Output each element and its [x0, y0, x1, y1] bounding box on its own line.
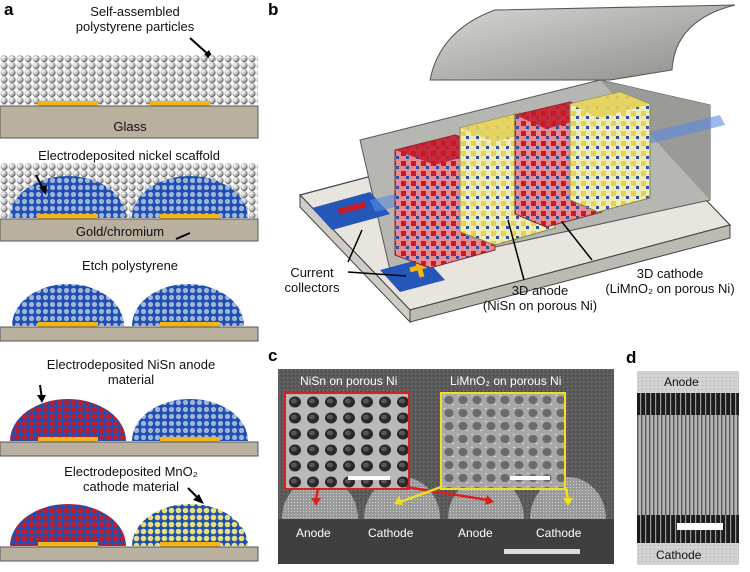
- step-label-polystyrene: Self-assembled polystyrene particles: [75, 4, 195, 34]
- gold-chromium-label: Gold/chromium: [75, 224, 165, 239]
- inset-limno2: [440, 392, 566, 490]
- inset-nisn-label: NiSn on porous Ni: [300, 374, 398, 388]
- c-label-anode-2: Anode: [458, 526, 493, 540]
- panel-a-letter: a: [4, 0, 14, 19]
- step2-nickel-diagram: [0, 163, 259, 242]
- step4-anode-diagram: [0, 384, 259, 457]
- panel-c-letter: c: [268, 346, 278, 365]
- battery-3d-diagram: [298, 4, 736, 324]
- step-label-anode: Electrodeposited NiSn anode material: [46, 357, 216, 387]
- anode-3d-label: 3D anode (NiSn on porous Ni): [482, 283, 598, 313]
- cathode-3d-label: 3D cathode (LiMnO₂ on porous Ni): [605, 266, 735, 296]
- step-label-cathode: Electrodeposited MnO₂ cathode material: [64, 464, 198, 494]
- c-label-cathode-1: Cathode: [368, 526, 414, 540]
- step3-etch-diagram: [0, 284, 259, 342]
- d-label-cathode: Cathode: [656, 548, 702, 562]
- step1-particles-diagram: [0, 55, 259, 139]
- inset-limno2-label: LiMnO₂ on porous Ni: [450, 374, 562, 388]
- step-label-nickel: Electrodeposited nickel scaffold: [38, 148, 220, 163]
- step5-cathode-diagram: [0, 487, 259, 562]
- current-collectors-label: Current collectors: [284, 265, 340, 295]
- inset-nisn: [284, 392, 410, 490]
- panel-b-letter: b: [268, 0, 279, 19]
- step-label-etch: Etch polystyrene: [81, 258, 179, 273]
- c-label-cathode-2: Cathode: [536, 526, 582, 540]
- glass-label: Glass: [113, 119, 147, 134]
- panel-d-letter: d: [626, 348, 637, 367]
- sem-top-view: [637, 371, 739, 565]
- d-label-anode: Anode: [664, 375, 699, 389]
- c-label-anode-1: Anode: [296, 526, 331, 540]
